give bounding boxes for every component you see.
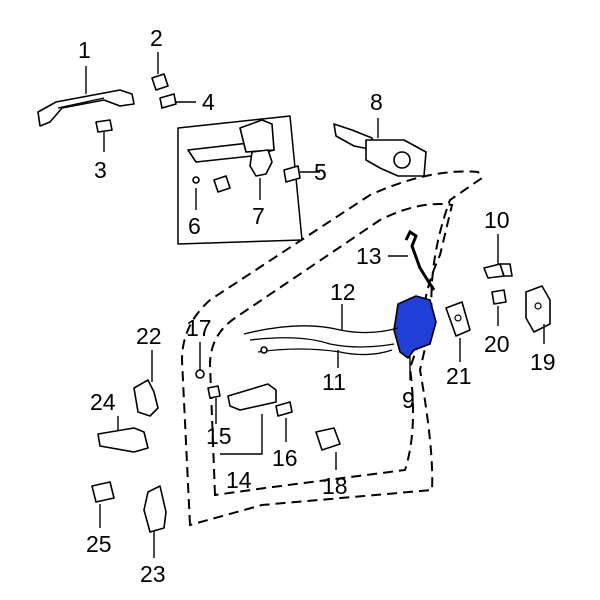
callout-11: 11 xyxy=(322,369,346,395)
door-lock-highlight xyxy=(393,295,437,359)
callout-6: 6 xyxy=(188,213,201,239)
door-check-part xyxy=(97,427,149,453)
handle-pad-part xyxy=(95,119,113,133)
lower-hinge-part xyxy=(143,485,167,533)
callout-2: 2 xyxy=(150,25,163,51)
callout-15: 15 xyxy=(206,423,232,449)
handle-bezel-part xyxy=(315,427,341,451)
callout-18: 18 xyxy=(322,473,348,499)
callout-7: 7 xyxy=(252,203,265,229)
callout-10: 10 xyxy=(484,207,510,233)
callout-24: 24 xyxy=(90,389,116,415)
callout-22: 22 xyxy=(136,323,162,349)
lock-actuator-part xyxy=(333,123,427,177)
callout-17: 17 xyxy=(186,315,212,341)
striker-part xyxy=(525,285,551,333)
outside-handle-part xyxy=(37,89,135,127)
upper-hinge-part xyxy=(133,379,159,417)
callout-8: 8 xyxy=(370,89,383,115)
callout-4: 4 xyxy=(202,89,215,115)
callout-19: 19 xyxy=(530,349,556,375)
callout-9: 9 xyxy=(402,387,415,413)
stopper-part xyxy=(91,481,115,503)
callout-20: 20 xyxy=(484,331,510,357)
callout-14: 14 xyxy=(226,467,252,493)
lock-rod-part xyxy=(404,229,436,291)
bolt-part xyxy=(491,289,507,305)
handle-cap-part xyxy=(151,73,169,91)
callout-5: 5 xyxy=(314,159,327,185)
clip-part xyxy=(195,369,205,379)
control-cables-part xyxy=(243,325,399,356)
inside-handle-part xyxy=(227,383,277,411)
callout-21: 21 xyxy=(446,363,472,389)
callout-13: 13 xyxy=(356,243,382,269)
callout-16: 16 xyxy=(272,445,298,471)
handle-cover-part xyxy=(159,93,177,109)
striker-bolt-part xyxy=(483,263,513,279)
callout-3: 3 xyxy=(94,157,107,183)
screw-part xyxy=(207,385,221,399)
door-outline xyxy=(180,170,484,527)
handle-screw-part xyxy=(275,401,293,417)
callout-numbers: 1 2 4 3 5 6 7 8 10 13 12 11 9 21 19 20 1… xyxy=(78,25,556,587)
callout-12: 12 xyxy=(330,279,356,305)
door-lock-assembly-part xyxy=(393,295,437,359)
detail-inset-box xyxy=(177,115,303,245)
callout-23: 23 xyxy=(140,561,166,587)
leader-lines xyxy=(85,52,545,558)
plate-part xyxy=(445,301,471,337)
callout-25: 25 xyxy=(86,531,112,557)
callout-1: 1 xyxy=(78,37,91,63)
